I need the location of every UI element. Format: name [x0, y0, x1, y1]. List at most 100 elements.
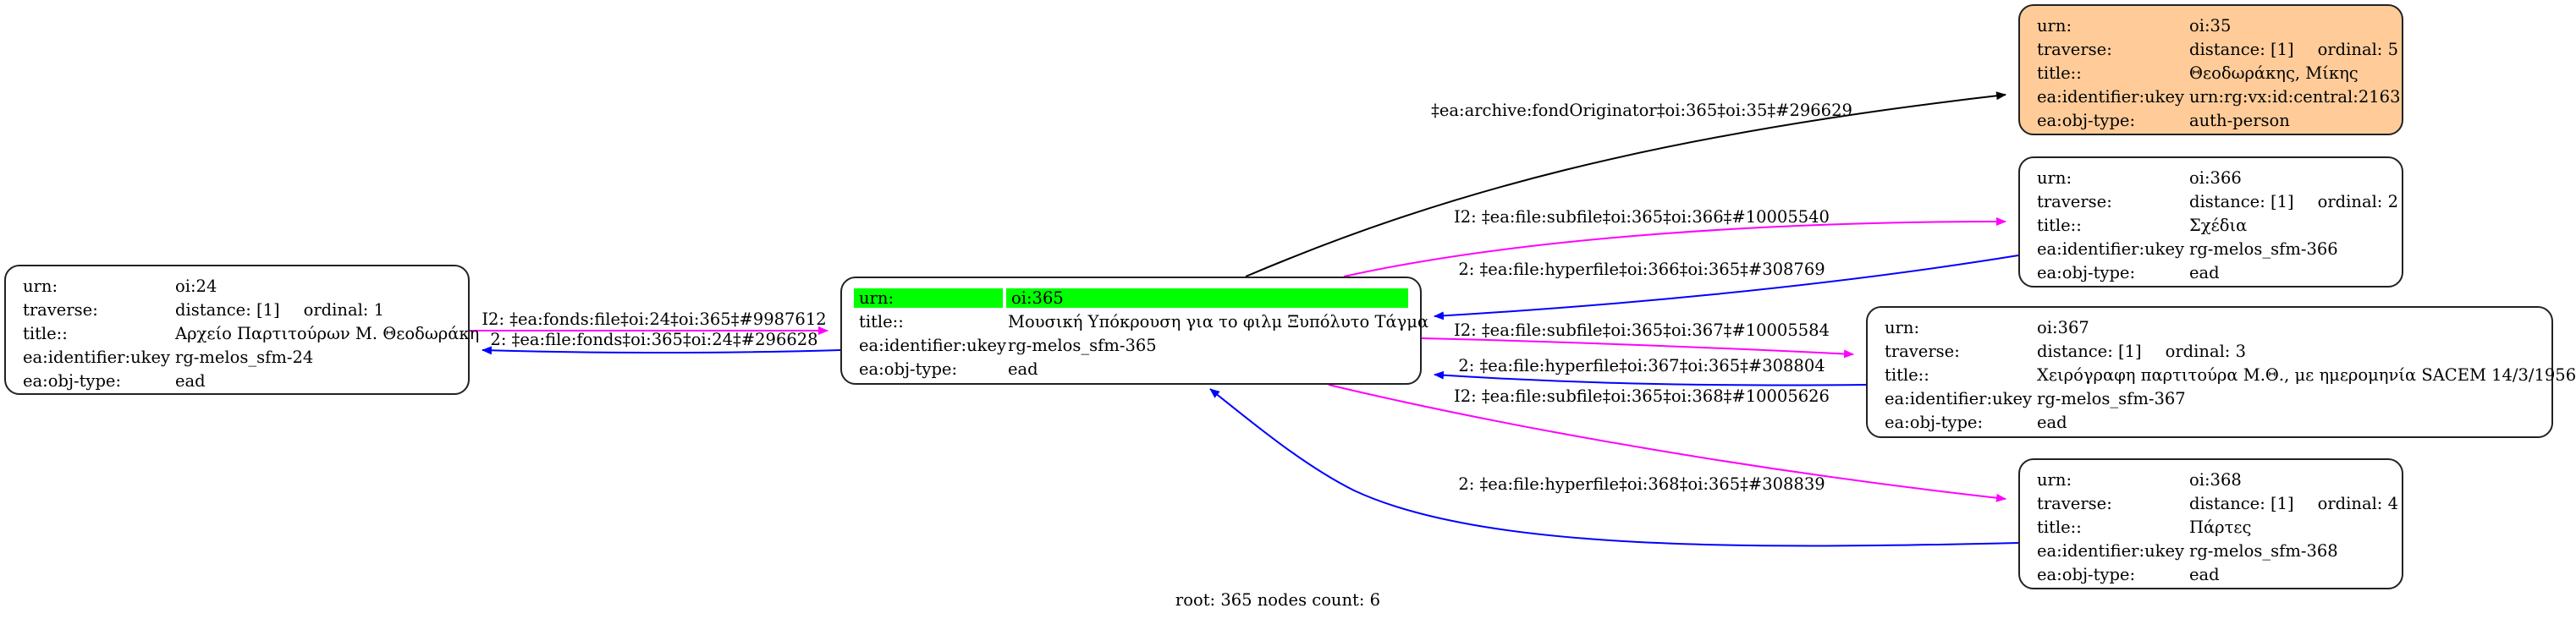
row-value: Πάρτες [2189, 517, 2252, 537]
distance-value: distance: [1] [175, 299, 280, 320]
edge-label-24-to-365: I2: ‡ea:fonds:file‡oi:24‡oi:365‡#9987612 [482, 310, 827, 329]
row-key: traverse: [23, 299, 98, 320]
row-key: title:: [23, 323, 68, 343]
row-key: urn: [2037, 15, 2072, 36]
row-key: title:: [1885, 364, 1929, 385]
row-value: urn:rg:vx:id:central:2163 [2189, 86, 2401, 107]
row-value: oi:366 [2189, 167, 2242, 188]
row-key: ea:obj-type: [859, 359, 958, 379]
edge-365-to-368 [1328, 384, 2006, 502]
row-value: rg-melos_sfm-366 [2189, 238, 2338, 259]
node-row-obj-type: ea:obj-type: auth-person [2032, 108, 2390, 132]
distance-value: distance: [1] [2189, 493, 2294, 513]
node-row-obj-type: ea:obj-type:ead [18, 369, 456, 392]
row-key: ea:obj-type: [1885, 412, 1984, 432]
node-row-title: title::Πάρτες [2032, 515, 2390, 539]
ordinal-value: ordinal: 3 [2165, 341, 2246, 361]
edge-label-367-to-365: 2: ‡ea:file:hyperfile‡oi:367‡oi:365‡#308… [1458, 356, 1825, 375]
ordinal-value: ordinal: 1 [303, 299, 384, 320]
ordinal-value: ordinal: 5 [2317, 39, 2398, 59]
node-oi-366[interactable]: urn:oi:366 traverse:distance: [1]ordinal… [2018, 156, 2403, 288]
distance-value: distance: [1] [2037, 341, 2142, 361]
edge-368-to-365 [1209, 388, 2019, 547]
row-key: ea:identifier:ukey [23, 347, 170, 367]
row-key: ea:identifier:ukey [2037, 540, 2184, 561]
node-oi-35[interactable]: urn: oi:35 traverse: distance: [1] ordinal:… [2018, 4, 2403, 135]
row-key: urn: [2037, 469, 2072, 490]
row-key: ea:obj-type: [2037, 262, 2136, 282]
edge-367-to-365 [1434, 370, 1867, 386]
node-row-traverse: traverse:distance: [1]ordinal: 4 [2032, 491, 2398, 515]
row-key: ea:obj-type: [2037, 564, 2136, 584]
row-value: distance: [1] ordinal: 2 [2184, 192, 2398, 211]
node-row-title: title::Αρχείο Παρτιτούρων Μ. Θεοδωράκη [18, 321, 479, 345]
row-key: ea:identifier:ukey [1885, 388, 2032, 408]
node-oi-365-root[interactable]: urn:oi:365 title::Μουσική Υπόκρουση για … [840, 277, 1428, 385]
edge-365-to-366 [1343, 217, 2006, 277]
row-key: title:: [2037, 517, 2082, 537]
graph-footer-caption: root: 365 nodes count: 6 [1175, 590, 1381, 610]
edge-label-365-to-35: ‡ea:archive:fondOriginator‡oi:365‡oi:35‡… [1431, 101, 1852, 120]
edge-label-365-to-366: I2: ‡ea:file:subfile‡oi:365‡oi:366‡#1000… [1454, 207, 1830, 227]
row-value: oi:368 [2189, 469, 2242, 490]
node-row-traverse: traverse: distance: [1] ordinal: 1 [18, 298, 456, 321]
edge-label-368-to-365: 2: ‡ea:file:hyperfile‡oi:368‡oi:365‡#308… [1458, 474, 1825, 494]
node-row-traverse: traverse:distance: [1]ordinal: 2 [2032, 189, 2398, 213]
node-row-obj-type: ea:obj-type:ead [854, 357, 1408, 381]
node-row-title: title::Μουσική Υπόκρουση για το φιλμ Ξυπ… [854, 310, 1428, 333]
row-value: oi:365 [1006, 288, 1408, 308]
row-value: distance: [1] ordinal: 1 [170, 300, 456, 320]
row-value: ead [2189, 564, 2220, 584]
row-key: ea:obj-type: [23, 370, 122, 391]
edge-label-365-to-24: 2: ‡ea:file:fonds‡oi:365‡oi:24‡#296628 [490, 330, 818, 349]
node-row-urn: urn:oi:367 [1880, 315, 2540, 339]
row-key: urn: [23, 276, 58, 296]
edge-label-365-to-367: I2: ‡ea:file:subfile‡oi:365‡oi:367‡#1000… [1454, 320, 1830, 340]
ordinal-value: ordinal: 4 [2317, 493, 2398, 513]
row-key: ea:identifier:ukey [859, 335, 1006, 355]
row-value: Σχέδια [2189, 215, 2248, 235]
row-value: ead [2037, 412, 2067, 432]
row-value: rg-melos_sfm-367 [2037, 388, 2186, 408]
row-key: urn: [2037, 167, 2072, 188]
distance-value: distance: [1] [2189, 39, 2294, 59]
row-value: oi:35 [2189, 15, 2232, 36]
row-key: traverse: [2037, 39, 2112, 59]
row-value: oi:24 [175, 276, 217, 296]
edge-365-to-367 [1421, 337, 1854, 359]
row-value: distance: [1] ordinal: 5 [2184, 40, 2398, 59]
row-value: Μουσική Υπόκρουση για το φιλμ Ξυπόλυτο Τ… [1008, 311, 1429, 331]
row-value: auth-person [2189, 110, 2290, 130]
row-key: ea:obj-type: [2037, 110, 2136, 130]
edge-label-365-to-368: I2: ‡ea:file:subfile‡oi:365‡oi:368‡#1000… [1454, 386, 1830, 406]
ordinal-value: ordinal: 2 [2317, 191, 2398, 211]
node-row-title: title::Σχέδια [2032, 213, 2390, 237]
node-row-obj-type: ea:obj-type: ead [2032, 562, 2390, 586]
node-row-obj-type: ea:obj-type: ead [2032, 260, 2390, 284]
node-oi-368[interactable]: urn:oi:368 traverse:distance: [1]ordinal… [2018, 458, 2403, 589]
row-key: ea:identifier:ukey [2037, 238, 2184, 259]
row-value: Θεοδωράκης, Μίκης [2189, 63, 2359, 83]
distance-value: distance: [1] [2189, 191, 2294, 211]
row-value: rg-melos_sfm-365 [1008, 335, 1157, 355]
row-value: distance: [1] ordinal: 4 [2184, 494, 2398, 513]
node-row-urn: urn: oi:368 [2032, 468, 2390, 491]
row-key: traverse: [1885, 341, 1960, 361]
row-value: oi:367 [2037, 317, 2089, 337]
node-oi-367[interactable]: urn:oi:367 traverse: distance: [1] ordinal… [1866, 306, 2576, 438]
row-key: urn: [854, 288, 1003, 308]
edge-365-to-35 [1245, 91, 2006, 277]
node-row-urn: urn: oi:366 [2032, 166, 2390, 189]
edge-label-366-to-365: 2: ‡ea:file:hyperfile‡oi:366‡oi:365‡#308… [1458, 260, 1825, 279]
node-oi-24[interactable]: urn: oi:24 traverse: distance: [1] ordinal:… [4, 265, 479, 395]
edge-366-to-365 [1434, 255, 2019, 320]
node-row-obj-type: ea:obj-type: ead [1880, 410, 2540, 434]
row-value: ead [2189, 262, 2220, 282]
